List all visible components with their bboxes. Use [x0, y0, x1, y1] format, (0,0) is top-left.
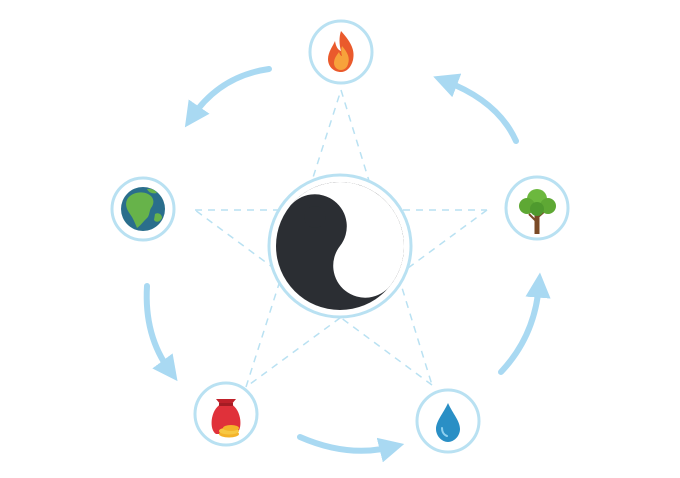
arrow-wood-to-fire	[433, 73, 519, 144]
cycle-arrows	[143, 66, 551, 463]
element-earth	[110, 176, 176, 242]
tree-icon	[519, 189, 556, 234]
element-water	[415, 388, 481, 454]
yin-yang-icon	[276, 182, 404, 310]
water-drop-icon	[436, 403, 460, 442]
flame-icon	[328, 31, 354, 72]
globe-icon	[121, 187, 165, 231]
arrow-metal-to-water	[297, 434, 405, 463]
arrow-water-to-wood	[498, 272, 551, 375]
arrow-fire-to-earth	[184, 66, 272, 128]
element-wood	[504, 175, 570, 241]
element-fire	[308, 19, 374, 85]
yin-yang-node	[267, 173, 413, 319]
element-metal	[193, 381, 259, 447]
money-bag-icon	[211, 399, 241, 438]
arrow-earth-to-metal	[143, 283, 178, 382]
